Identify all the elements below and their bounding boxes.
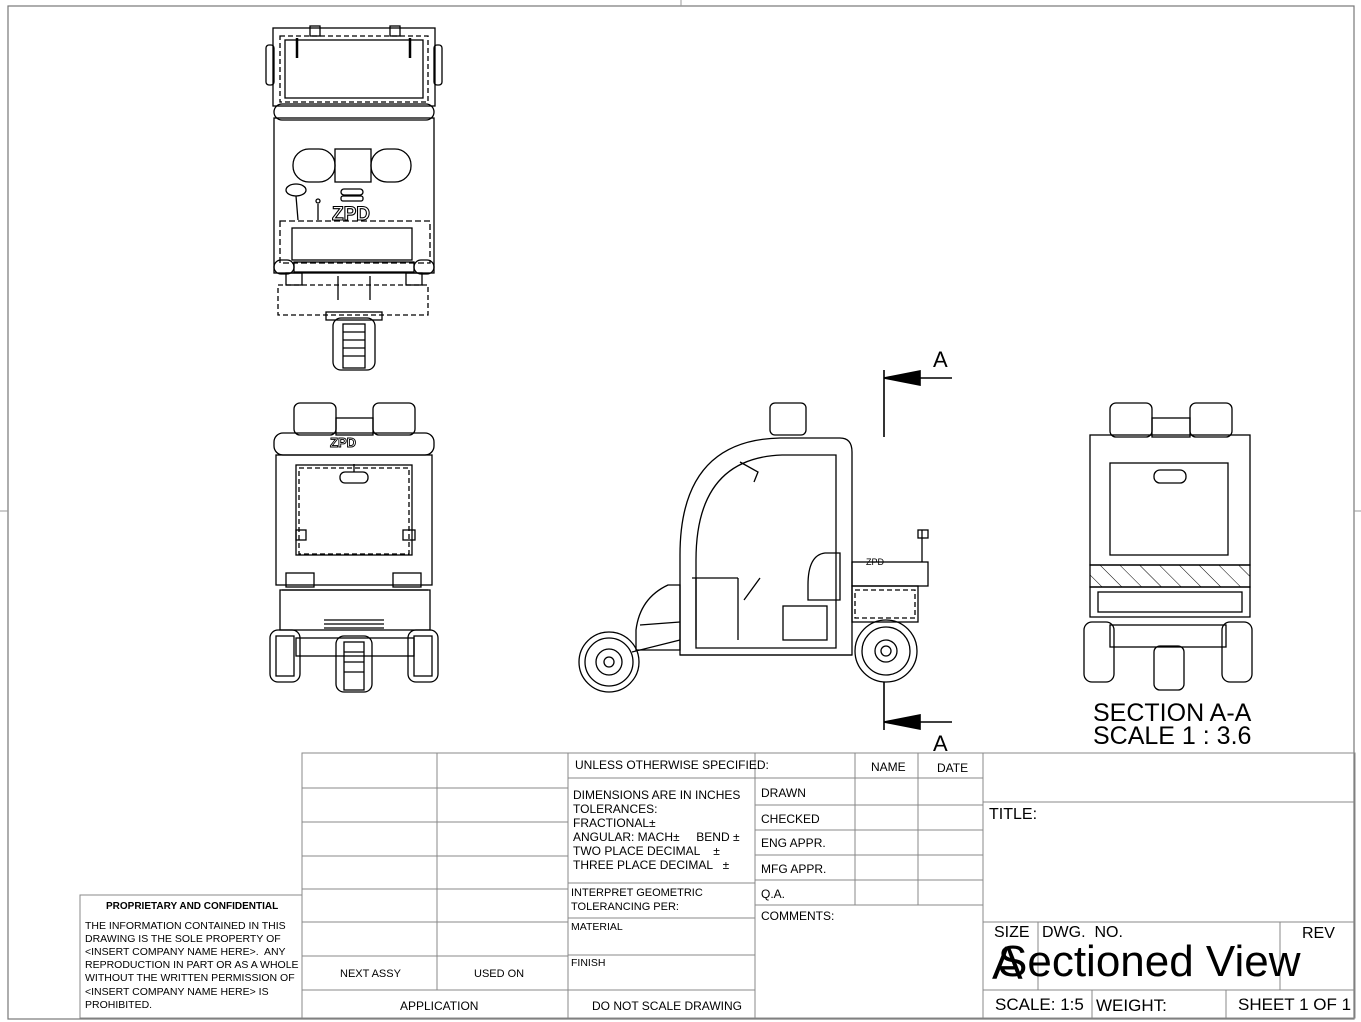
application-label: APPLICATION bbox=[400, 999, 479, 1013]
name-column-header: NAME bbox=[871, 760, 906, 774]
proprietary-line-5: WITHOUT THE WRITTEN PERMISSION OF bbox=[85, 972, 295, 984]
top-view-logo: ZPD bbox=[332, 204, 370, 225]
tolerance-line-4: ANGULAR: MACH± BEND ± bbox=[573, 830, 740, 844]
interpret-line-2: TOLERANCING PER: bbox=[571, 901, 679, 913]
finish-label: FINISH bbox=[571, 957, 606, 969]
approval-mfg: MFG APPR. bbox=[761, 862, 827, 876]
proprietary-line-7: PROHIBITED. bbox=[85, 999, 153, 1011]
unless-specified-label: UNLESS OTHERWISE SPECIFIED: bbox=[575, 758, 769, 772]
section-cut-line bbox=[883, 370, 952, 730]
section-view bbox=[1083, 402, 1253, 691]
section-marker-bottom: A bbox=[933, 731, 948, 756]
dwg-no-value: Sectioned View bbox=[998, 937, 1301, 986]
proprietary-line-1: THE INFORMATION CONTAINED IN THIS bbox=[85, 920, 286, 932]
used-on-label: USED ON bbox=[474, 968, 525, 980]
title-label: TITLE: bbox=[989, 806, 1038, 823]
size-label: SIZE bbox=[994, 924, 1030, 941]
approval-qa: Q.A. bbox=[761, 887, 786, 901]
date-column-header: DATE bbox=[937, 761, 969, 775]
proprietary-title: PROPRIETARY AND CONFIDENTIAL bbox=[106, 901, 279, 912]
rev-label: REV bbox=[1302, 925, 1335, 942]
tolerance-line-1: DIMENSIONS ARE IN INCHES bbox=[573, 788, 741, 802]
tolerance-line-5: TWO PLACE DECIMAL ± bbox=[573, 844, 720, 858]
approval-checked: CHECKED bbox=[761, 812, 820, 826]
section-view-label: SECTION A-A bbox=[1093, 699, 1252, 727]
weight-text: WEIGHT: bbox=[1096, 996, 1167, 1015]
section-marker-top: A bbox=[933, 347, 948, 372]
next-assy-label: NEXT ASSY bbox=[340, 968, 401, 980]
approval-drawn: DRAWN bbox=[761, 786, 806, 800]
top-view bbox=[265, 25, 443, 371]
side-view-logo: ZPD bbox=[866, 557, 885, 567]
front-view bbox=[269, 402, 439, 693]
dwg-no-label: DWG. NO. bbox=[1042, 924, 1123, 941]
proprietary-line-3: <INSERT COMPANY NAME HERE>. ANY bbox=[85, 946, 286, 958]
proprietary-line-4: REPRODUCTION IN PART OR AS A WHOLE bbox=[85, 959, 299, 971]
comments-label: COMMENTS: bbox=[761, 909, 835, 923]
front-view-logo: ZPD bbox=[330, 435, 356, 450]
tolerance-line-2: TOLERANCES: bbox=[573, 802, 658, 816]
size-value: A bbox=[992, 937, 1023, 989]
sheet-text: SHEET 1 OF 1 bbox=[1238, 995, 1352, 1014]
proprietary-line-2: DRAWING IS THE SOLE PROPERTY OF bbox=[85, 933, 281, 945]
side-view bbox=[578, 402, 929, 693]
scale-text: SCALE: 1:5 bbox=[995, 995, 1084, 1014]
proprietary-line-6: <INSERT COMPANY NAME HERE> IS bbox=[85, 986, 269, 998]
interpret-line-1: INTERPRET GEOMETRIC bbox=[571, 887, 703, 899]
tolerance-line-6: THREE PLACE DECIMAL ± bbox=[573, 858, 730, 872]
do-not-scale-label: DO NOT SCALE DRAWING bbox=[592, 999, 743, 1013]
tolerance-line-3: FRACTIONAL± bbox=[573, 816, 656, 830]
section-view-scale: SCALE 1 : 3.6 bbox=[1093, 722, 1252, 750]
approval-eng: ENG APPR. bbox=[761, 836, 826, 850]
border-zone-ticks bbox=[0, 0, 1361, 512]
material-label: MATERIAL bbox=[571, 921, 623, 933]
